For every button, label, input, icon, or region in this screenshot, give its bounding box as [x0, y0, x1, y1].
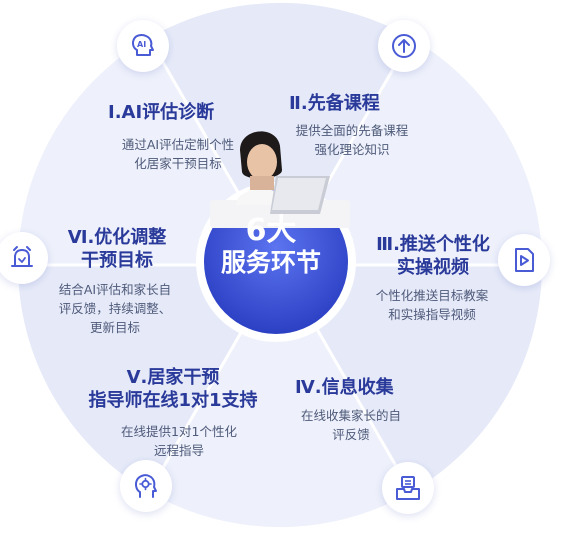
segment-3-title: Ⅲ.推送个性化 实操视频 — [368, 233, 498, 279]
segment-3-desc-line-1: 个性化推送目标教案 — [375, 288, 489, 303]
hub-subtitle: 服务环节 — [220, 248, 321, 277]
segment-6-desc-line-3: 更新目标 — [89, 320, 140, 335]
segment-5-title-line-1: Ⅴ.居家干预 — [126, 367, 220, 388]
segment-6-desc-line-1: 结合AI评估和家长自 — [58, 282, 172, 297]
svg-text:AI: AI — [137, 40, 146, 49]
segment-2-title: Ⅱ.先备课程 — [289, 93, 380, 114]
segment-6-title-line-2: 干预目标 — [81, 250, 153, 271]
segment-4-wedge — [149, 265, 411, 528]
segment-4-desc-line-2: 评反馈 — [332, 427, 370, 442]
segment-5-wedge — [17, 265, 280, 492]
segment-5-desc-line-2: 远程指导 — [153, 443, 204, 458]
head-gear-icon — [120, 460, 172, 512]
ai-brain-icon: AI — [117, 20, 169, 72]
segment-1-title: Ⅰ.AI评估诊断 — [108, 102, 215, 123]
play-video-icon — [498, 234, 550, 286]
person-laptop-illustration — [210, 131, 350, 228]
hub-label: 6大 服务环节 — [196, 214, 346, 278]
segment-4-description: 在线收集家长的自 评反馈 — [281, 406, 421, 444]
segment-6-title: Ⅵ.优化调整 干预目标 — [52, 226, 182, 272]
segment-5-title-line-2: 指导师在线1对1支持 — [88, 390, 258, 411]
segment-2-desc-line-1: 提供全面的先备课程 — [295, 123, 409, 138]
segment-3-title-line-2: 实操视频 — [397, 257, 469, 278]
segment-6-description: 结合AI评估和家长自 评反馈，持续调整、 更新目标 — [40, 280, 190, 337]
segment-4-title: Ⅳ.信息收集 — [295, 377, 394, 398]
segment-1-wedge — [149, 2, 411, 266]
segment-5-description: 在线提供1对1个性化 远程指导 — [104, 422, 254, 460]
hub-number: 6大 — [245, 213, 297, 248]
segment-3-description: 个性化推送目标教案 和实操指导视频 — [356, 286, 508, 324]
segment-5-desc-line-1: 在线提供1对1个性化 — [121, 424, 237, 439]
segment-6-title-line-1: Ⅵ.优化调整 — [67, 227, 167, 248]
segment-2-desc-line-2: 强化理论知识 — [314, 142, 390, 157]
upload-arrow-icon — [378, 20, 430, 72]
segment-2-description: 提供全面的先备课程 强化理论知识 — [272, 121, 432, 159]
segment-4-desc-line-1: 在线收集家长的自 — [300, 408, 401, 423]
inbox-tray-icon — [382, 462, 434, 514]
segment-1-desc-line-2: 化居家干预目标 — [134, 156, 222, 171]
segment-5-title: Ⅴ.居家干预 指导师在线1对1支持 — [70, 366, 276, 412]
segment-3-title-line-1: Ⅲ.推送个性化 — [376, 234, 490, 255]
segment-6-desc-line-2: 评反馈，持续调整、 — [58, 301, 172, 316]
segment-3-wedge — [280, 265, 542, 492]
segment-1-desc-line-1: 通过AI评估定制个性 — [121, 137, 235, 152]
segment-1-description: 通过AI评估定制个性 化居家干预目标 — [103, 135, 253, 173]
alarm-bell-icon — [0, 232, 48, 284]
segment-3-desc-line-2: 和实操指导视频 — [388, 307, 476, 322]
